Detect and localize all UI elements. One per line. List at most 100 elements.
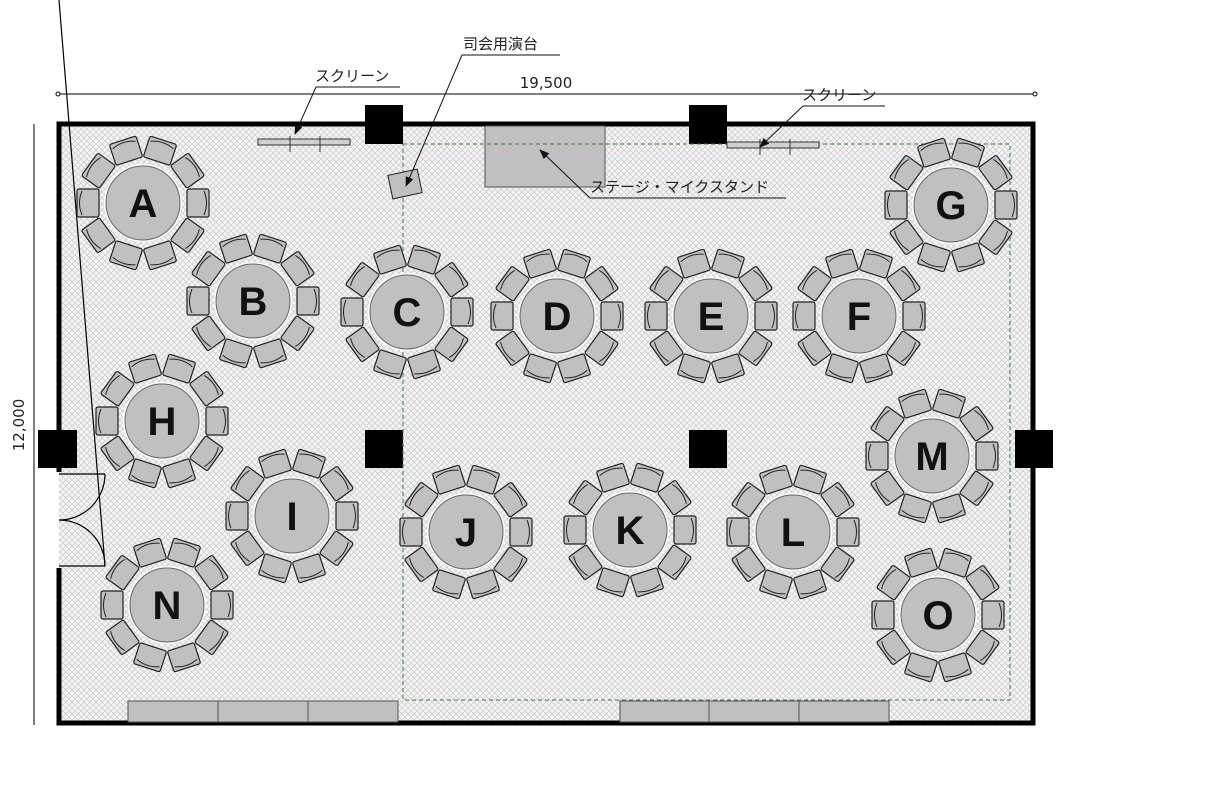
chair: [870, 470, 905, 506]
chair: [523, 248, 557, 279]
chair: [898, 388, 932, 419]
chair: [938, 652, 972, 683]
chair: [493, 546, 528, 582]
table-label: J: [455, 511, 477, 555]
chair: [434, 326, 469, 362]
chair: [876, 629, 911, 665]
chair: [407, 349, 441, 380]
table-label: L: [781, 511, 805, 555]
table-top: [254, 478, 330, 554]
table-label: E: [698, 295, 725, 339]
table-i[interactable]: I: [225, 448, 359, 584]
chair: [600, 301, 624, 331]
chair: [884, 190, 908, 220]
table-l[interactable]: L: [726, 464, 860, 600]
table-f[interactable]: F: [792, 248, 926, 384]
chair: [836, 517, 860, 547]
chair: [100, 371, 135, 407]
column: [689, 430, 727, 468]
table-k[interactable]: K: [563, 462, 697, 598]
double-door: [58, 0, 106, 567]
table-top: [900, 577, 976, 653]
chair: [373, 349, 407, 380]
width-dimension-label: 19,500: [520, 74, 573, 92]
chair: [345, 262, 380, 298]
table-label: G: [935, 184, 966, 228]
chair: [95, 406, 119, 436]
chair: [820, 546, 855, 582]
chair: [292, 448, 326, 479]
chair: [797, 266, 832, 302]
table-g[interactable]: G: [884, 137, 1018, 273]
table-a[interactable]: A: [76, 135, 210, 271]
table-label: C: [393, 291, 422, 335]
chair: [280, 251, 315, 287]
column: [365, 105, 403, 144]
table-m[interactable]: M: [865, 388, 999, 524]
chair: [557, 248, 591, 279]
table-top: [592, 492, 668, 568]
chair: [133, 642, 167, 673]
chair: [194, 619, 229, 655]
table-label: N: [153, 584, 182, 628]
chair: [951, 137, 985, 168]
chair: [189, 435, 224, 471]
chair: [100, 590, 124, 620]
chair: [978, 219, 1013, 255]
table-o[interactable]: O: [871, 547, 1005, 683]
chair: [404, 546, 439, 582]
chair: [81, 217, 116, 253]
chair: [335, 501, 359, 531]
chair: [904, 652, 938, 683]
chair: [495, 330, 530, 366]
chair: [673, 515, 697, 545]
chair: [194, 555, 229, 591]
chair: [649, 330, 684, 366]
stage: [484, 125, 606, 188]
table-n[interactable]: N: [100, 537, 234, 673]
table-b[interactable]: B: [186, 233, 320, 369]
chair: [981, 600, 1005, 630]
columns: [38, 105, 1053, 468]
chair: [677, 353, 711, 384]
table-h[interactable]: H: [95, 353, 229, 489]
chair: [319, 530, 354, 566]
chair: [105, 619, 140, 655]
table-c[interactable]: C: [340, 244, 474, 380]
chair: [898, 493, 932, 524]
table-label: I: [286, 495, 297, 539]
chair: [563, 515, 587, 545]
chair: [568, 480, 603, 516]
chair: [726, 517, 750, 547]
chair: [296, 286, 320, 316]
table-d[interactable]: D: [490, 248, 624, 384]
chair: [904, 547, 938, 578]
chair: [466, 464, 500, 495]
chair: [825, 248, 859, 279]
table-label: H: [148, 400, 177, 444]
chair: [493, 482, 528, 518]
chair: [731, 546, 766, 582]
chair: [191, 251, 226, 287]
table-e[interactable]: E: [644, 248, 778, 384]
chair: [859, 248, 893, 279]
table-label: D: [543, 295, 572, 339]
chair: [253, 338, 287, 369]
chair: [932, 493, 966, 524]
chair: [133, 537, 167, 568]
chair: [407, 244, 441, 275]
table-label: K: [616, 509, 645, 553]
table-top: [369, 274, 445, 350]
annotation-screen-left: スクリーン: [294, 67, 400, 135]
chair: [889, 219, 924, 255]
chair: [994, 190, 1018, 220]
chair: [319, 466, 354, 502]
table-j[interactable]: J: [399, 464, 533, 600]
chair: [105, 555, 140, 591]
annotation-screen-left-label: スクリーン: [315, 67, 389, 85]
chair: [965, 565, 1000, 601]
chair: [797, 330, 832, 366]
chair: [792, 301, 816, 331]
chair: [965, 629, 1000, 665]
chair: [759, 464, 793, 495]
